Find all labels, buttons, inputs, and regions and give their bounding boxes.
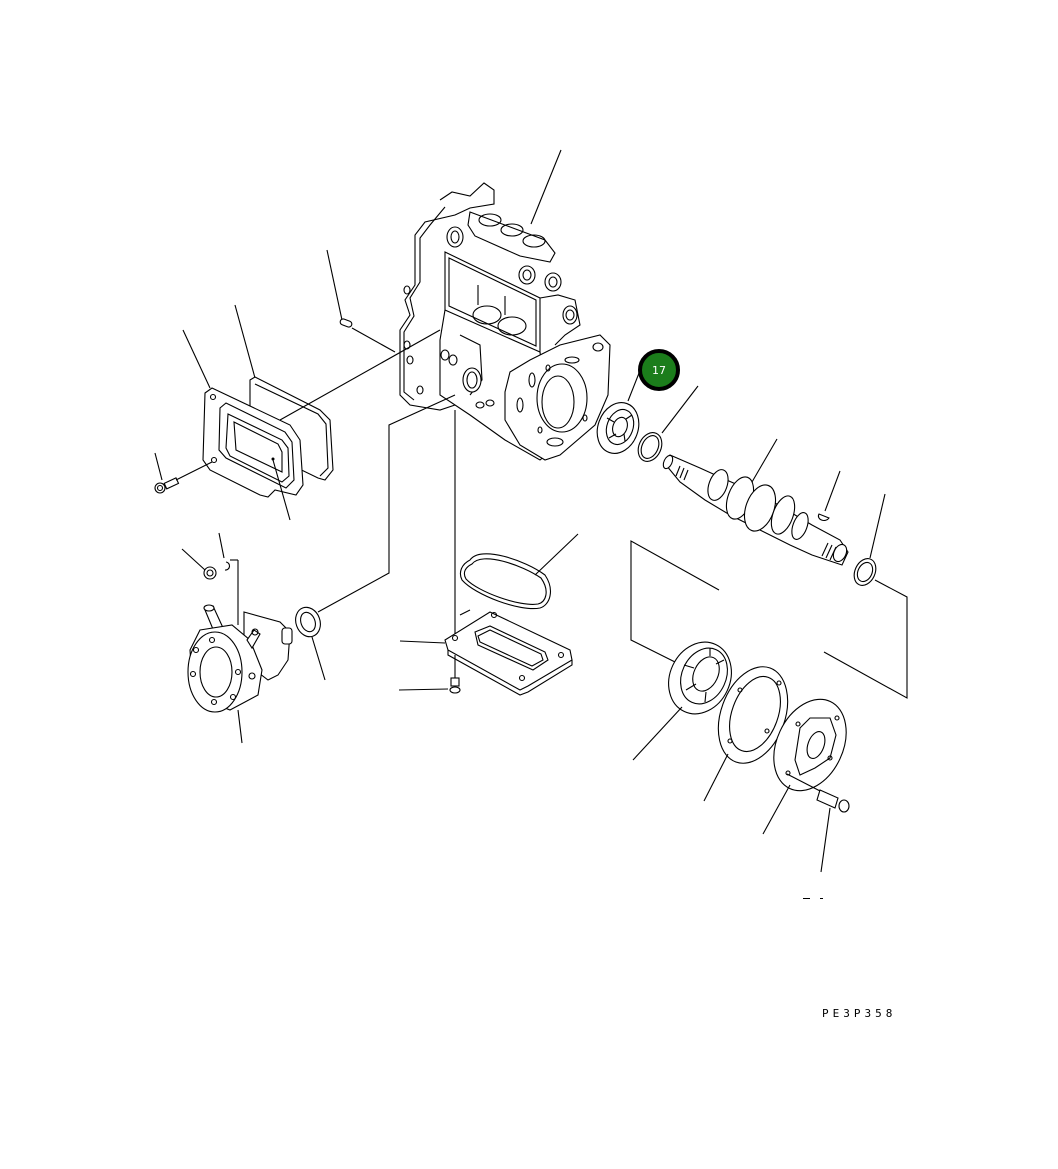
dash-mark <box>803 898 810 899</box>
bearing-cover-bolt[interactable] <box>786 773 850 873</box>
feed-pump-gasket[interactable] <box>292 394 456 681</box>
bearing-cover-gasket[interactable] <box>703 657 800 802</box>
bottom-cover[interactable] <box>399 609 573 696</box>
o-ring[interactable] <box>459 533 579 610</box>
callout-17-badge[interactable]: 17 <box>638 349 680 391</box>
camshaft[interactable] <box>661 438 849 566</box>
rear-bearing[interactable] <box>632 632 743 761</box>
drawing-code: PE3P358 <box>822 1007 897 1020</box>
dash-mark <box>820 898 823 899</box>
pin[interactable] <box>326 249 396 353</box>
bottom-cover-bolt[interactable] <box>398 655 461 694</box>
feed-pump[interactable] <box>187 604 293 744</box>
bearing-cover[interactable] <box>760 688 860 835</box>
end-shim[interactable] <box>823 493 908 699</box>
nut[interactable] <box>181 548 217 580</box>
shim[interactable] <box>634 385 699 465</box>
cover-bolt[interactable] <box>154 452 213 494</box>
pump-housing[interactable] <box>399 149 611 461</box>
lock-washer[interactable] <box>218 532 239 625</box>
rear-group-bracket <box>630 540 720 663</box>
inspection-cover[interactable] <box>182 329 304 521</box>
woodruff-key[interactable] <box>817 470 841 522</box>
